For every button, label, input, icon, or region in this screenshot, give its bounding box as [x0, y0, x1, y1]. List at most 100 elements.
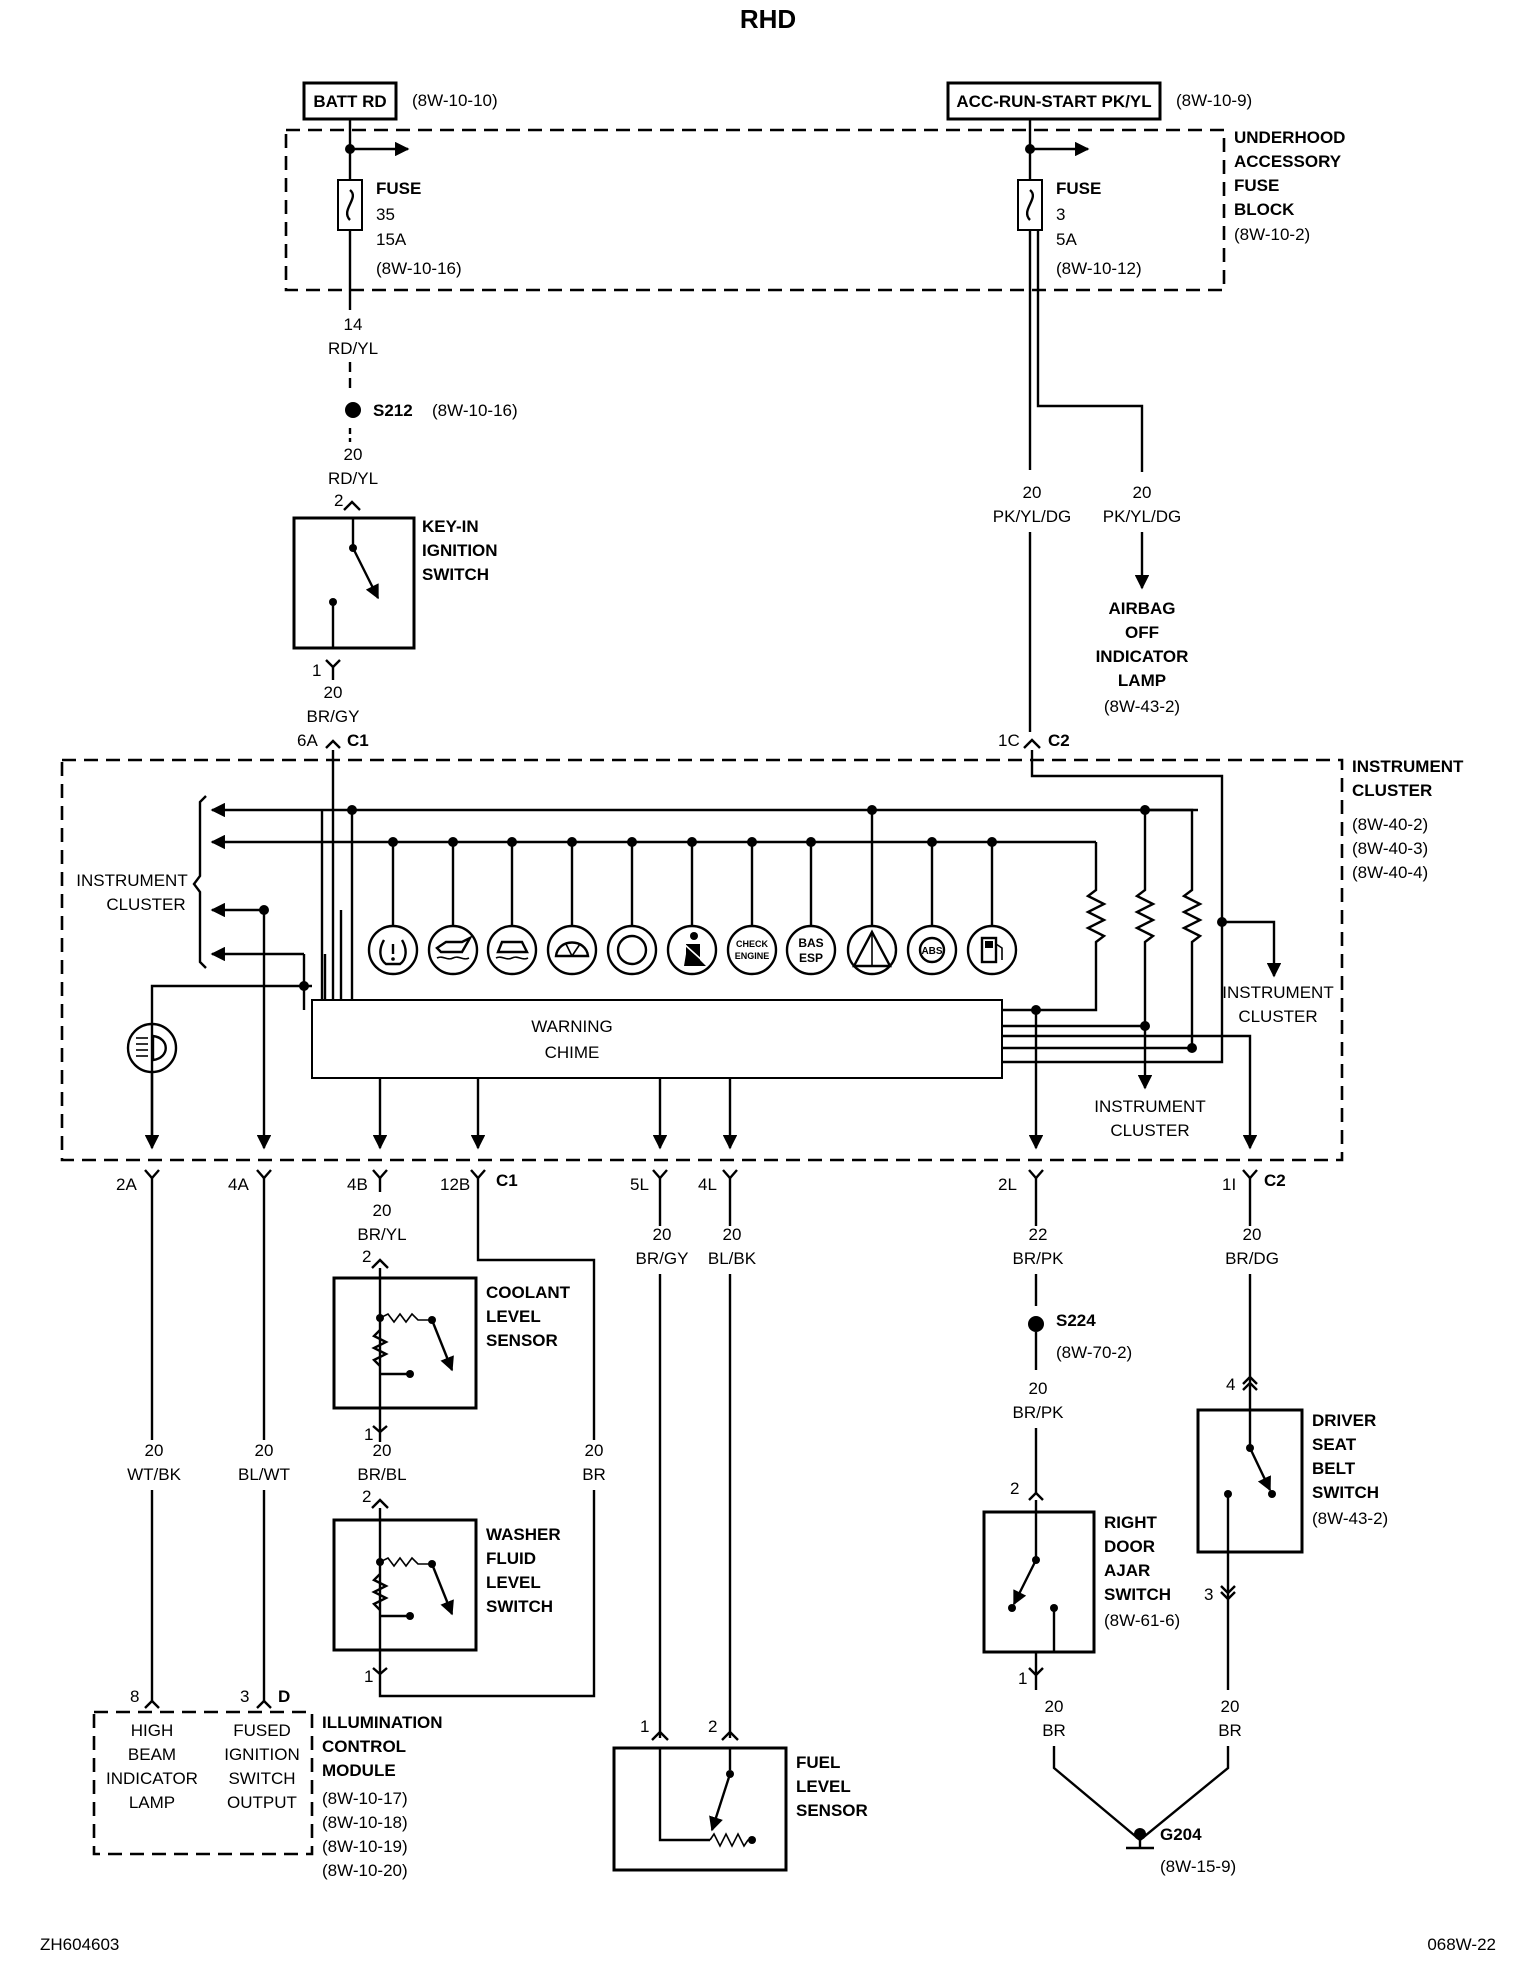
- svg-text:BR: BR: [582, 1465, 606, 1484]
- svg-text:LEVEL: LEVEL: [486, 1307, 541, 1326]
- svg-text:FUSED: FUSED: [233, 1721, 291, 1740]
- svg-text:PK/YL/DG: PK/YL/DG: [1103, 507, 1181, 526]
- svg-text:(8W-61-6): (8W-61-6): [1104, 1611, 1180, 1630]
- svg-text:SWITCH: SWITCH: [1312, 1483, 1379, 1502]
- svg-text:BAS: BAS: [798, 936, 823, 950]
- svg-text:INSTRUMENT: INSTRUMENT: [1222, 983, 1333, 1002]
- splice-s212: [345, 402, 361, 418]
- svg-text:S224: S224: [1056, 1311, 1096, 1330]
- svg-text:3: 3: [240, 1687, 249, 1706]
- svg-text:20: 20: [1023, 483, 1042, 502]
- svg-text:SWITCH: SWITCH: [486, 1597, 553, 1616]
- svg-text:C2: C2: [1264, 1171, 1286, 1190]
- svg-text:20: 20: [324, 683, 343, 702]
- svg-text:(8W-10-16): (8W-10-16): [376, 259, 462, 278]
- icm-fused-ignition-label: FUSED IGNITION SWITCH OUTPUT: [224, 1721, 300, 1812]
- svg-text:FLUID: FLUID: [486, 1549, 536, 1568]
- instrument-cluster-label: INSTRUMENT CLUSTER (8W-40-2) (8W-40-3) (…: [1352, 757, 1464, 882]
- footer-left-code: ZH604603: [40, 1935, 119, 1954]
- fuse-35: [337, 179, 363, 231]
- svg-text:BR: BR: [1042, 1721, 1066, 1740]
- svg-text:20: 20: [1029, 1379, 1048, 1398]
- svg-text:OUTPUT: OUTPUT: [227, 1793, 297, 1812]
- svg-text:BR/PK: BR/PK: [1012, 1403, 1064, 1422]
- svg-text:1I: 1I: [1222, 1175, 1236, 1194]
- warning-chime: [311, 999, 1003, 1079]
- svg-text:2: 2: [1010, 1479, 1019, 1498]
- low-fuel-icon: [966, 924, 1018, 976]
- svg-text:CONTROL: CONTROL: [322, 1737, 406, 1756]
- bas-esp-icon: BAS ESP: [785, 924, 837, 976]
- svg-text:UNDERHOOD: UNDERHOOD: [1234, 128, 1345, 147]
- washer-fluid-icon: [546, 924, 598, 976]
- svg-text:8: 8: [130, 1687, 139, 1706]
- ground-g204: [1134, 1828, 1146, 1840]
- svg-text:LEVEL: LEVEL: [796, 1777, 851, 1796]
- svg-text:CHECK: CHECK: [736, 939, 769, 949]
- washer-fluid-level-switch: [332, 1518, 478, 1652]
- svg-text:1: 1: [364, 1425, 373, 1444]
- svg-text:20: 20: [1133, 483, 1152, 502]
- svg-text:(8W-10-17): (8W-10-17): [322, 1789, 408, 1808]
- svg-text:(8W-10-20): (8W-10-20): [322, 1861, 408, 1880]
- batt-source-label: BATT RD: [313, 92, 386, 111]
- fuel-sensor-label: FUEL LEVEL SENSOR: [796, 1753, 868, 1820]
- svg-text:C1: C1: [347, 731, 369, 750]
- airbag-off-indicator-lamp: AIRBAG OFF INDICATOR LAMP (8W-43-2): [1096, 599, 1189, 716]
- svg-text:20: 20: [145, 1441, 164, 1460]
- svg-text:HIGH: HIGH: [131, 1721, 174, 1740]
- svg-text:PK/YL/DG: PK/YL/DG: [993, 507, 1071, 526]
- svg-text:6A: 6A: [297, 731, 318, 750]
- svg-text:DOOR: DOOR: [1104, 1537, 1155, 1556]
- svg-text:1C: 1C: [998, 731, 1020, 750]
- svg-text:2L: 2L: [998, 1175, 1017, 1194]
- svg-text:(8W-10-19): (8W-10-19): [322, 1837, 408, 1856]
- coolant-sensor-label: COOLANT LEVEL SENSOR: [486, 1283, 571, 1350]
- svg-text:WT/BK: WT/BK: [127, 1465, 181, 1484]
- svg-text:SEAT: SEAT: [1312, 1435, 1357, 1454]
- svg-text:FUEL: FUEL: [796, 1753, 840, 1772]
- svg-text:OFF: OFF: [1125, 623, 1159, 642]
- check-engine-icon: CHECK ENGINE: [726, 924, 778, 976]
- svg-text:COOLANT: COOLANT: [486, 1283, 571, 1302]
- connector-c1-pins: 2A 4A 4B 12B C1 5L 4L: [116, 1169, 738, 1194]
- svg-text:3: 3: [1204, 1585, 1213, 1604]
- svg-text:20: 20: [1221, 1697, 1240, 1716]
- fuse-block-label: UNDERHOOD ACCESSORY FUSE BLOCK (8W-10-2): [1234, 128, 1345, 244]
- svg-text:(8W-40-3): (8W-40-3): [1352, 839, 1428, 858]
- washer-switch-label: WASHER FLUID LEVEL SWITCH: [486, 1525, 561, 1616]
- svg-text:INSTRUMENT: INSTRUMENT: [1352, 757, 1464, 776]
- svg-text:AIRBAG: AIRBAG: [1108, 599, 1175, 618]
- svg-text:SENSOR: SENSOR: [486, 1331, 558, 1350]
- svg-text:20: 20: [1045, 1697, 1064, 1716]
- svg-text:1: 1: [312, 661, 321, 680]
- svg-text:ILLUMINATION: ILLUMINATION: [322, 1713, 443, 1732]
- svg-text:LEVEL: LEVEL: [486, 1573, 541, 1592]
- svg-text:RD/YL: RD/YL: [328, 469, 378, 488]
- connector-c2-pins: 2L 1I C2: [998, 1169, 1286, 1194]
- svg-text:4A: 4A: [228, 1175, 249, 1194]
- svg-text:CHIME: CHIME: [545, 1043, 600, 1062]
- svg-text:BLOCK: BLOCK: [1234, 200, 1295, 219]
- svg-text:5L: 5L: [630, 1175, 649, 1194]
- svg-text:BR/PK: BR/PK: [1012, 1249, 1064, 1268]
- svg-text:BL/BK: BL/BK: [708, 1249, 757, 1268]
- svg-text:INSTRUMENT: INSTRUMENT: [76, 871, 187, 890]
- svg-text:22: 22: [1029, 1225, 1048, 1244]
- svg-text:MODULE: MODULE: [322, 1761, 396, 1780]
- svg-text:BR/GY: BR/GY: [636, 1249, 689, 1268]
- svg-text:20: 20: [373, 1441, 392, 1460]
- right-door-ajar-switch: [982, 1510, 1096, 1654]
- belt-switch-label: DRIVER SEAT BELT SWITCH (8W-43-2): [1312, 1411, 1388, 1528]
- svg-text:IGNITION: IGNITION: [422, 541, 498, 560]
- seat-belt-icon: [666, 924, 718, 976]
- svg-text:ENGINE: ENGINE: [735, 951, 770, 961]
- svg-text:ACCESSORY: ACCESSORY: [1234, 152, 1342, 171]
- svg-text:WASHER: WASHER: [486, 1525, 561, 1544]
- svg-text:4L: 4L: [698, 1175, 717, 1194]
- svg-text:20: 20: [653, 1225, 672, 1244]
- svg-text:(8W-40-4): (8W-40-4): [1352, 863, 1428, 882]
- svg-text:20: 20: [1243, 1225, 1262, 1244]
- fuse-block-outline: [284, 128, 1226, 292]
